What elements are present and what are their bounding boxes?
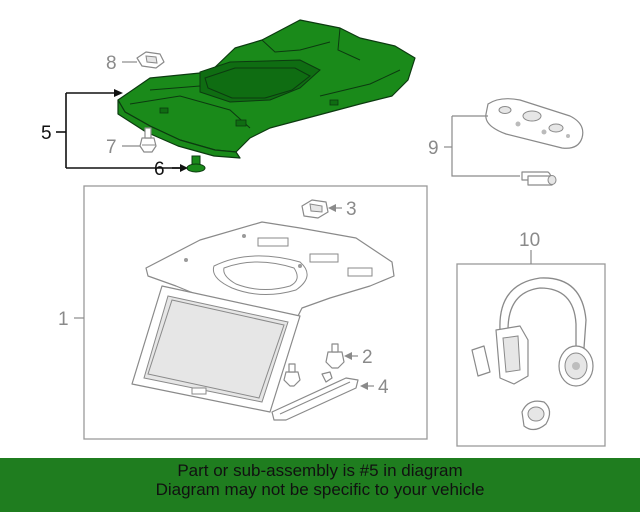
part-8-clip[interactable] (136, 51, 165, 69)
part-2-fastener[interactable] (325, 343, 345, 369)
banner-line-2: Diagram may not be specific to your vehi… (155, 480, 485, 499)
callout-5: 5 (41, 123, 52, 144)
bracket-9 (451, 115, 520, 177)
callout-1: 1 (58, 309, 69, 330)
callout-3: 3 (346, 199, 357, 220)
arrow-4 (360, 382, 368, 390)
arrow-3 (328, 204, 336, 212)
info-banner: Part or sub-assembly is #5 in diagram Di… (0, 458, 640, 512)
callout-7: 7 (106, 137, 117, 158)
part-4-trim-strip[interactable] (271, 377, 359, 421)
callout-10: 10 (519, 230, 540, 251)
callout-2: 2 (362, 347, 373, 368)
callout-4: 4 (378, 377, 389, 398)
part-5-mounting-panel[interactable] (117, 19, 416, 159)
fastener-pair (283, 363, 333, 387)
bracket-5 (65, 92, 180, 169)
assembly-box-1 (83, 185, 428, 440)
parts-diagram: 8 5 7 6 9 1 (41, 19, 606, 447)
part-10-wireless-headphones[interactable] (471, 277, 594, 431)
part-6-push-pin[interactable] (186, 155, 206, 173)
arrow-5-top (114, 89, 123, 97)
callout-6: 6 (154, 159, 165, 180)
part-3-clip[interactable] (301, 199, 329, 219)
part-1-overhead-video-display[interactable] (131, 221, 395, 413)
callout-9: 9 (428, 138, 439, 159)
part-9-remote-control[interactable] (485, 98, 584, 149)
part-9-batteries[interactable] (521, 171, 557, 186)
part-7-fastener[interactable] (139, 127, 157, 153)
banner-line-1: Part or sub-assembly is #5 in diagram (177, 461, 463, 480)
arrow-6 (180, 164, 188, 172)
callout-8: 8 (106, 53, 117, 74)
arrow-2 (344, 352, 352, 360)
